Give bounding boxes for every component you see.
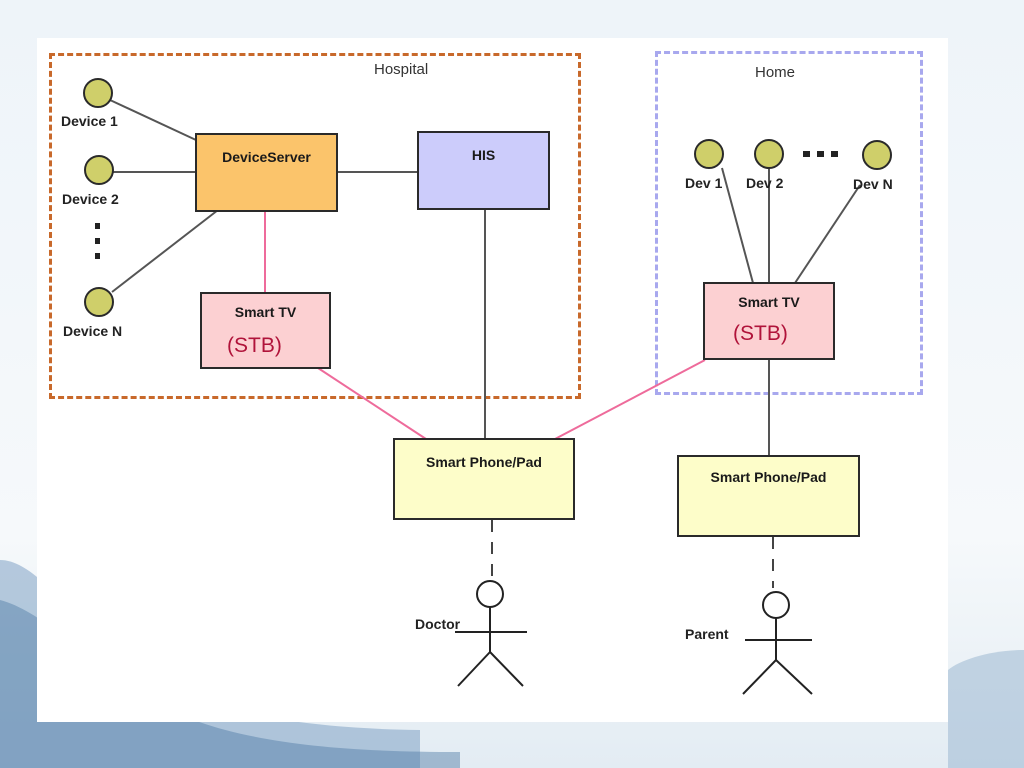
ellipsis-dot	[95, 253, 100, 259]
stb-label: (STB)	[733, 322, 788, 345]
device-n-node	[84, 287, 114, 317]
smart-tv-label: Smart TV	[738, 294, 800, 310]
his-label: HIS	[471, 147, 496, 163]
dev-2-node	[754, 139, 784, 169]
phone-label: Smart Phone/Pad	[710, 469, 827, 485]
dev-2-label: Dev 2	[746, 175, 784, 191]
dev-1-label: Dev 1	[685, 175, 723, 191]
phone-label: Smart Phone/Pad	[426, 454, 542, 470]
link-devN-hometv	[794, 184, 861, 284]
dev-n-node	[862, 140, 892, 170]
device-1-node	[83, 78, 113, 108]
device-server-label: DeviceServer	[222, 149, 311, 165]
ellipsis-dot	[831, 151, 838, 157]
doctor-actor	[455, 580, 527, 687]
home-smart-tv-box: Smart TV (STB)	[703, 282, 835, 360]
link-dev1-hometv	[721, 167, 754, 284]
link-tv-phone	[317, 367, 427, 440]
link-device1-server	[109, 99, 197, 141]
hospital-smart-tv-box: Smart TV (STB)	[200, 292, 331, 369]
parent-phone-box: Smart Phone/Pad	[677, 455, 860, 537]
parent-actor	[742, 591, 813, 695]
home-group	[655, 51, 923, 395]
device-n-label: Device N	[63, 323, 123, 339]
device-2-label: Device 2	[62, 191, 119, 207]
ellipsis-dot	[817, 151, 824, 157]
link-deviceN-server	[111, 209, 219, 293]
link-phone-hometv	[554, 359, 706, 440]
doctor-label: Doctor	[415, 616, 461, 632]
smart-tv-label: Smart TV	[234, 304, 297, 320]
ellipsis-dot	[95, 238, 100, 244]
doctor-phone-box: Smart Phone/Pad	[393, 438, 575, 520]
ellipsis-dot	[803, 151, 810, 157]
stb-label: (STB)	[227, 334, 282, 357]
device-server-box: DeviceServer	[195, 133, 338, 212]
parent-label: Parent	[685, 626, 729, 642]
hospital-label: Hospital	[374, 61, 429, 78]
his-box: HIS	[417, 131, 550, 210]
dev-1-node	[694, 139, 724, 169]
ellipsis-dot	[95, 223, 100, 229]
device-1-label: Device 1	[61, 113, 118, 129]
device-2-node	[84, 155, 114, 185]
dev-n-label: Dev N	[853, 176, 893, 192]
hospital-group	[49, 53, 581, 399]
home-label: Home	[755, 64, 796, 81]
